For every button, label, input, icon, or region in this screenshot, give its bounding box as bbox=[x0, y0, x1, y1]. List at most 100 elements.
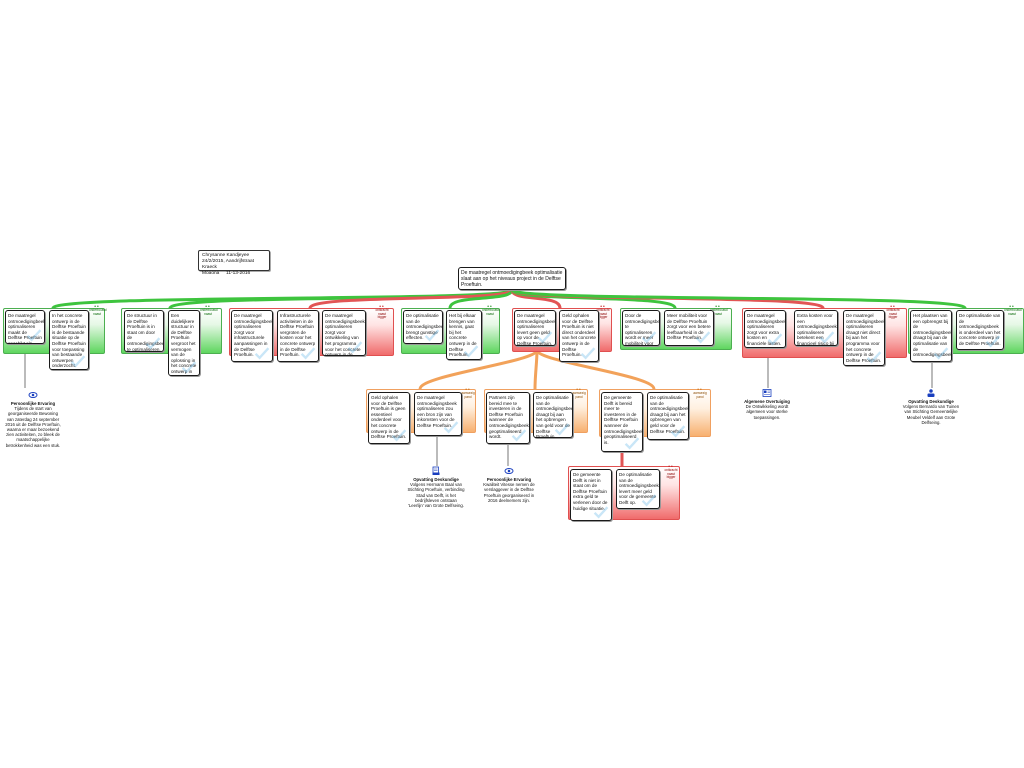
tag-dots: •• bbox=[600, 304, 606, 310]
reason-type-tag: ••onderbouwd naast bbox=[89, 304, 107, 316]
info-note[interactable]: Chrysanne Kandjeyee 24/2/2015, Aandrijfs… bbox=[198, 250, 270, 276]
person-icon bbox=[927, 389, 935, 397]
premise-box[interactable]: De gemeente Delft is bereid meer te inve… bbox=[601, 392, 643, 452]
premise-box[interactable]: De maatregel ontmoedigingsbeek optimalis… bbox=[843, 310, 885, 366]
premise-box[interactable]: De optimalisatie van de ontmoedigingsbee… bbox=[403, 310, 443, 344]
check-watermark-icon bbox=[554, 423, 570, 436]
tag-dots: •• bbox=[1009, 304, 1015, 310]
premise-box[interactable]: De maatregel ontmoedigingsbeek optimalis… bbox=[231, 310, 273, 362]
check-watermark-icon bbox=[670, 425, 686, 438]
tag-dots: •• bbox=[890, 304, 896, 310]
premise-box[interactable]: Door de ontmoedigingsbeek te optimaliser… bbox=[622, 310, 660, 346]
tag-dots: •• bbox=[668, 464, 674, 470]
premise-box[interactable]: De gemeente Delft is niet in staat om de… bbox=[570, 469, 612, 521]
tag-dots: •• bbox=[379, 304, 385, 310]
premise-box[interactable]: De maatregel ontmoedigingbeek optimalise… bbox=[5, 310, 45, 344]
premise-box[interactable]: Het plaatsen van een opbrengst bij de on… bbox=[910, 310, 952, 362]
premise-text: De optimalisatie van de ontmoedigingsbee… bbox=[406, 313, 443, 341]
check-watermark-icon bbox=[933, 347, 949, 360]
premise-text: De maatregel ontmoedigingsbeek optimalis… bbox=[846, 313, 885, 363]
premise-text: De gemeente Delft is niet in staat om de… bbox=[573, 472, 608, 511]
check-watermark-icon bbox=[443, 421, 459, 434]
root-link-g7 bbox=[510, 288, 825, 310]
premise-text: De maatregel ontmoedigingbeek optimalise… bbox=[8, 313, 45, 344]
tag-dots: •• bbox=[94, 304, 100, 310]
evidence-title: Algemene Overtuiging bbox=[744, 399, 790, 404]
premise-box[interactable]: De optimalisatie van de ontmoedigingsbee… bbox=[533, 392, 573, 438]
evidence-text: Kwaliteit Vitesse nemen de verslaggever … bbox=[483, 482, 535, 503]
check-watermark-icon bbox=[767, 333, 783, 346]
premise-text: Het plaatsen van een opbrengst bij de on… bbox=[913, 313, 952, 358]
root-claim-box[interactable]: De maatregel ontmoedigingbeek optimalisa… bbox=[458, 267, 566, 290]
check-watermark-icon bbox=[641, 331, 657, 344]
reason-type-tag: ••onderbouwd naast bbox=[710, 304, 728, 316]
premise-box[interactable]: Infrastructurele activiteiten in de Delf… bbox=[277, 310, 319, 362]
root-link-g2 bbox=[168, 288, 514, 310]
info-note-line2: 24/2/2015, Aandrijfstraat Kraeck bbox=[202, 259, 255, 270]
premise-box[interactable]: De optimalisatie van de ontmoedigingsbee… bbox=[647, 392, 689, 440]
premise-text: De maatregel ontmoedigingsbeek optimalis… bbox=[234, 313, 273, 358]
tag-dots: •• bbox=[487, 304, 493, 310]
premise-box[interactable]: Extra kosten voor een ontmoedigingsbeek … bbox=[794, 310, 838, 346]
tag-label: onderbouwd naast bbox=[200, 308, 218, 316]
premise-box[interactable]: Een duidelijkere structuur in de Delftse… bbox=[168, 310, 200, 376]
reason-type-tag: ••ontkracht naast bigger bbox=[663, 465, 679, 480]
reason-type-tag: ••onderbouwd naast bbox=[200, 305, 218, 316]
premise-box[interactable]: De maatregel ontmoedigingsbeek optimalis… bbox=[744, 310, 786, 348]
reason-type-tag: ••aanwezig pand bbox=[571, 388, 587, 399]
premise-text: Meer mobiliteit voor de Delftse Proeftui… bbox=[667, 313, 711, 341]
premise-text: De maatregel ontmoedigingsbeek optimalis… bbox=[747, 313, 786, 346]
info-note-line3: Moaona bbox=[202, 271, 220, 276]
check-watermark-icon bbox=[866, 351, 882, 364]
tag-label: aanwezig pand bbox=[461, 391, 475, 399]
premise-box[interactable]: De maatregel ontmoedigingsbeek optimalis… bbox=[514, 310, 556, 346]
premise-box[interactable]: De optimalisatie van de ontmoedigingsbee… bbox=[616, 469, 660, 509]
premise-text: De optimalisatie van de ontmoedigingsbee… bbox=[959, 313, 1001, 346]
premise-text: De optimalisatie van de ontmoedigingsbee… bbox=[650, 395, 689, 434]
check-watermark-icon bbox=[391, 429, 407, 442]
evidence-text: Tijdens de start van georganiseerde Bewo… bbox=[5, 406, 61, 448]
premise-box[interactable]: Geld ophalen voor de Delftse Proeftuin i… bbox=[559, 310, 599, 362]
tag-dots: •• bbox=[465, 387, 471, 393]
reason-type-tag: ••ontkracht naast bigger bbox=[595, 305, 611, 320]
check-watermark-icon bbox=[145, 337, 161, 350]
check-watermark-icon bbox=[624, 437, 640, 450]
reason-type-tag: ••ontkracht naast bigger bbox=[885, 305, 901, 320]
premise-box[interactable]: In het concrete ontwerp in de Delftse Pr… bbox=[49, 310, 89, 370]
evidence-text: Volgens Bernardo van Tuinen van Stichtin… bbox=[902, 404, 960, 425]
premise-text: De optimalisatie van de ontmoedigingsbee… bbox=[619, 472, 659, 505]
premise-box[interactable]: De optimalisatie van de ontmoedigingsbee… bbox=[956, 310, 1004, 350]
premise-box[interactable]: De structuur in de Delftse Proeftuin is … bbox=[124, 310, 164, 352]
evidence-text: De Ontwikkeling wordt algemeen voor ster… bbox=[745, 404, 789, 420]
premise-text: Het bij elkaar brengen van kennis, gaat … bbox=[449, 313, 477, 358]
premise-text: Door de ontmoedigingsbeek te optimaliser… bbox=[625, 313, 660, 346]
evidence-title: Persoonlijke Ervaring bbox=[486, 477, 532, 482]
premise-box[interactable]: Geld ophalen voor de Delftse Proeftuin i… bbox=[368, 392, 410, 444]
premise-text: De maatregel ontmoedigingsbeek optimalis… bbox=[417, 395, 457, 428]
check-watermark-icon bbox=[511, 429, 527, 442]
premise-box[interactable]: Het bij elkaar brengen van kennis, gaat … bbox=[446, 310, 482, 360]
reason-type-tag: ••ontkracht naast bigger bbox=[374, 305, 390, 320]
premise-box[interactable]: De maatregel ontmoedigingsbeek optimalis… bbox=[322, 310, 366, 356]
newspaper-icon bbox=[762, 389, 772, 397]
reason-type-tag: ••onderbouwd naast bbox=[482, 304, 500, 316]
premise-box[interactable]: Meer mobiliteit voor de Delftse Proeftui… bbox=[664, 310, 714, 346]
check-watermark-icon bbox=[641, 494, 657, 507]
premise-box[interactable]: De maatregel ontmoedigingsbeek optimalis… bbox=[414, 392, 462, 436]
check-watermark-icon bbox=[26, 329, 42, 342]
tag-label: onderbouwd naast bbox=[89, 308, 107, 316]
tag-label: ontkracht naast bigger bbox=[596, 308, 610, 320]
eye-icon bbox=[28, 392, 38, 398]
check-watermark-icon bbox=[580, 347, 596, 360]
check-watermark-icon bbox=[985, 335, 1001, 348]
premise-box[interactable]: Partners zijn bereid mee te investeren i… bbox=[486, 392, 530, 444]
premise-text: De gemeente Delft is bereid meer te inve… bbox=[604, 395, 643, 445]
premise-text: Partners zijn bereid mee te investeren i… bbox=[489, 395, 529, 440]
evidence-title: Opvatting Deskundige bbox=[908, 399, 954, 404]
tag-dots: •• bbox=[715, 304, 721, 310]
